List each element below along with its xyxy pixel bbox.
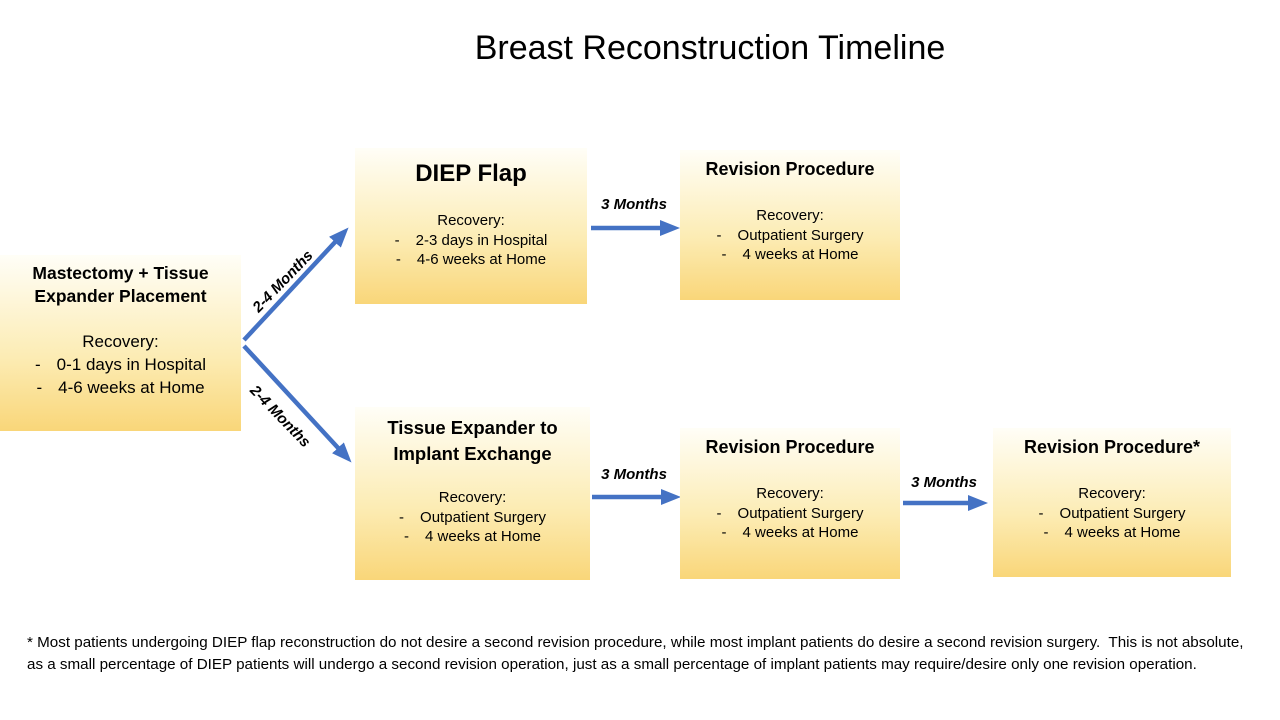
footnote-text: * Most patients undergoing DIEP flap rec… [27,634,1248,673]
node-title: DIEP Flap [415,160,527,187]
bullet-dash: - [394,231,400,249]
node-title: Revision Procedure [705,159,875,179]
recovery-label: Recovery: [1078,485,1146,502]
recovery-bullet: - 2-3 days in Hospital [395,231,548,251]
bullet-text: Outpatient Surgery [420,508,546,526]
bullet-dash: - [36,378,43,397]
bullet-text: 2-3 days in Hospital [415,231,548,249]
node-title: Mastectomy + Tissue Expander Placement [32,263,209,306]
bullet-text: 4 weeks at Home [425,528,541,545]
bullet-dash: - [399,508,405,526]
page-title: Breast Reconstruction Timeline [474,29,946,67]
recovery-bullet: - 4 weeks at Home [1044,523,1181,543]
recovery-label: Recovery: [756,207,824,224]
recovery-label: Recovery: [82,332,159,351]
recovery-label: Recovery: [438,489,507,506]
arrow-branch-down [242,344,352,463]
bullet-dash: - [1043,524,1049,541]
recovery-bullet: - 4 weeks at Home [404,527,541,547]
node-revision-procedure-top: Revision Procedure Recovery: - Outpatien… [680,150,900,300]
bullet-dash: - [721,524,727,541]
arrow-label-bottom-interval-2: 3 Months [911,474,977,491]
recovery-bullet: - Outpatient Surgery [717,504,864,524]
node-mastectomy-tissue-expander: Mastectomy + Tissue Expander Placement R… [0,255,241,431]
bullet-dash: - [716,504,722,522]
bullet-text: Outpatient Surgery [737,226,864,244]
bullet-dash: - [395,251,401,268]
bullet-dash: - [721,246,727,263]
recovery-label: Recovery: [437,212,505,229]
bullet-text: 4-6 weeks at Home [58,378,205,397]
bullet-dash: - [35,355,41,374]
arrow-label-top-interval: 3 Months [601,196,667,213]
bullet-dash: - [1038,504,1044,522]
bullet-dash: - [404,528,410,545]
bullet-text: Outpatient Surgery [1059,504,1186,522]
recovery-bullet: - Outpatient Surgery [399,508,546,528]
recovery-bullet: - 4-6 weeks at Home [396,250,546,270]
bullet-text: 4 weeks at Home [742,246,859,263]
recovery-bullet: - 4-6 weeks at Home [36,376,204,399]
node-diep-flap: DIEP Flap Recovery: - 2-3 days in Hospit… [355,148,587,304]
bullet-dash: - [716,226,722,244]
node-title: Tissue Expander to Implant Exchange [387,417,558,464]
recovery-bullet: - Outpatient Surgery [717,226,864,246]
bullet-text: Outpatient Surgery [737,504,864,522]
node-tissue-expander-implant-exchange: Tissue Expander to Implant Exchange Reco… [355,407,590,580]
recovery-bullet: - 0-1 days in Hospital [35,353,206,376]
bullet-text: 4 weeks at Home [742,524,859,541]
node-revision-procedure-bottom-2: Revision Procedure* Recovery: - Outpatie… [993,428,1231,577]
recovery-bullet: - 4 weeks at Home [722,245,859,265]
node-title: Revision Procedure* [1023,437,1201,457]
recovery-bullet: - Outpatient Surgery [1039,504,1186,524]
bullet-text: 4 weeks at Home [1064,524,1181,541]
recovery-label: Recovery: [756,485,824,502]
recovery-bullet: - 4 weeks at Home [722,523,859,543]
arrow-branch-up [242,227,349,342]
arrow-label-bottom-interval-1: 3 Months [601,466,667,483]
bullet-text: 4-6 weeks at Home [416,251,547,268]
node-revision-procedure-bottom-1: Revision Procedure Recovery: - Outpatien… [680,428,900,579]
bullet-text: 0-1 days in Hospital [56,355,206,374]
node-title: Revision Procedure [705,437,875,457]
